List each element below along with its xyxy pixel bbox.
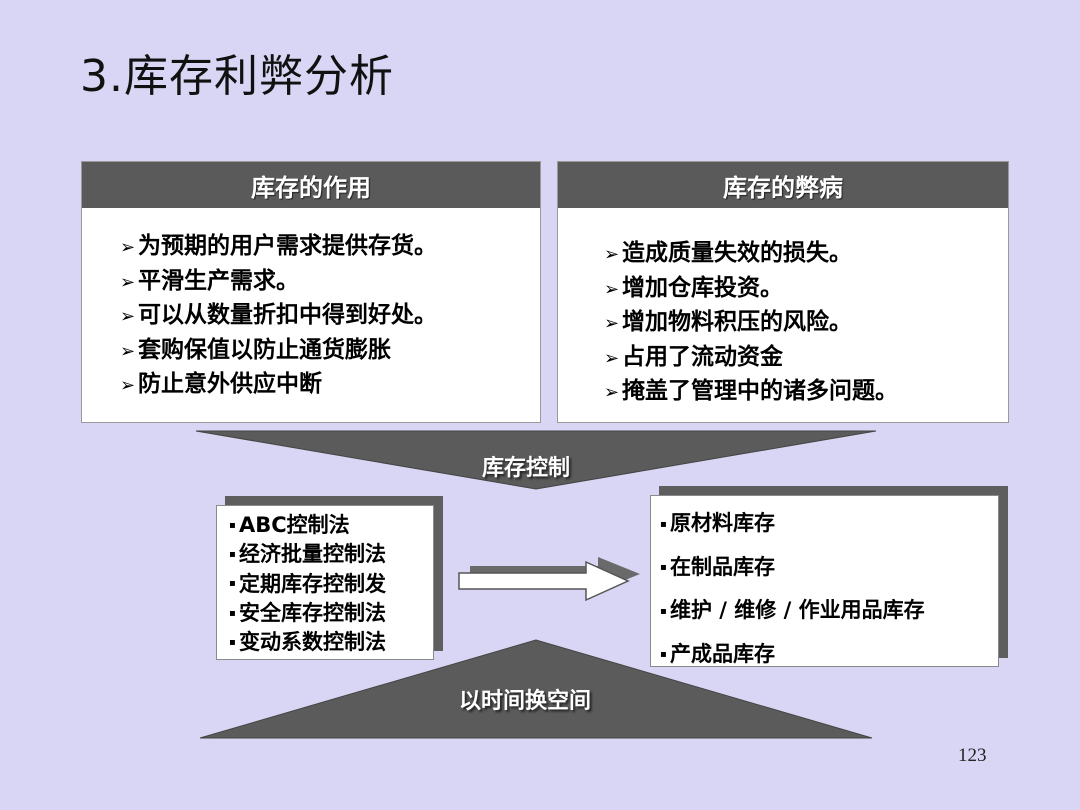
page-number: 123 (958, 745, 987, 766)
square-bullet-icon: ▪ (660, 605, 667, 617)
inventory-types-list: ▪原材料库存 ▪在制品库存 ▪维护 / 维修 / 作业用品库存 ▪产成品库存 (651, 496, 998, 676)
control-methods-list: ▪ABC控制法 ▪经济批量控制法 ▪定期库存控制发 ▪安全库存控制法 ▪变动系数… (217, 506, 433, 657)
inventory-drawbacks-panel: 库存的弊病 ➢造成质量失效的损失。 ➢增加仓库投资。 ➢增加物料积压的风险。 ➢… (557, 161, 1009, 423)
arrow-bullet-icon: ➢ (604, 382, 620, 403)
square-bullet-icon: ▪ (660, 562, 667, 573)
inventory-drawbacks-list: ➢造成质量失效的损失。 ➢增加仓库投资。 ➢增加物料积压的风险。 ➢占用了流动资… (558, 208, 1008, 410)
arrow-bullet-icon: ➢ (120, 271, 136, 293)
inventory-control-label: 库存控制 (482, 456, 571, 481)
list-item: ➢为预期的用户需求提供存货。 (120, 230, 540, 265)
arrow-bullet-icon: ➢ (604, 313, 620, 334)
list-item: ➢防止意外供应中断 (120, 368, 540, 403)
list-item: ➢可以从数量折扣中得到好处。 (120, 299, 540, 334)
arrow-bullet-icon: ➢ (120, 375, 136, 396)
arrow-bullet-icon: ➢ (604, 244, 620, 265)
list-item: ➢造成质量失效的损失。 (604, 237, 1008, 272)
square-bullet-icon: ▪ (229, 578, 236, 590)
arrow-bullet-icon: ➢ (120, 306, 136, 327)
page-title: 3.库存利弊分析 (80, 51, 394, 102)
list-item: ▪变动系数控制法 (229, 628, 433, 657)
list-item: ➢掩盖了管理中的诸多问题。 (604, 375, 1008, 410)
control-methods-box: ▪ABC控制法 ▪经济批量控制法 ▪定期库存控制发 ▪安全库存控制法 ▪变动系数… (216, 505, 434, 660)
right-arrow-icon (458, 560, 630, 602)
arrow-bullet-icon: ➢ (120, 237, 136, 258)
square-bullet-icon: ▪ (229, 636, 236, 648)
list-item: ▪在制品库存 (660, 546, 998, 590)
list-item: ➢占用了流动资金 (604, 341, 1008, 376)
inventory-drawbacks-header: 库存的弊病 (558, 162, 1008, 208)
inventory-types-box: ▪原材料库存 ▪在制品库存 ▪维护 / 维修 / 作业用品库存 ▪产成品库存 (650, 495, 999, 667)
list-item: ➢平滑生产需求。 (120, 265, 540, 300)
inventory-functions-panel: 库存的作用 ➢为预期的用户需求提供存货。 ➢平滑生产需求。 ➢可以从数量折扣中得… (81, 161, 541, 423)
list-item: ▪安全库存控制法 (229, 599, 433, 628)
list-item: ➢增加物料积压的风险。 (604, 306, 1008, 341)
arrow-bullet-icon: ➢ (120, 340, 136, 362)
square-bullet-icon: ▪ (660, 518, 667, 530)
list-item: ▪产成品库存 (660, 633, 998, 677)
list-item: ▪ABC控制法 (229, 511, 433, 540)
time-for-space-label: 以时间换空间 (459, 689, 592, 714)
inventory-functions-list: ➢为预期的用户需求提供存货。 ➢平滑生产需求。 ➢可以从数量折扣中得到好处。 ➢… (82, 208, 540, 403)
square-bullet-icon: ▪ (229, 607, 236, 619)
arrow-bullet-icon: ➢ (604, 347, 620, 369)
list-item: ➢增加仓库投资。 (604, 272, 1008, 307)
square-bullet-icon: ▪ (229, 549, 236, 560)
list-item: ➢套购保值以防止通货膨胀 (120, 334, 540, 369)
time-triangle-shape (199, 639, 873, 739)
list-item: ▪维护 / 维修 / 作业用品库存 (660, 589, 998, 633)
list-item: ▪原材料库存 (660, 502, 998, 546)
square-bullet-icon: ▪ (660, 649, 667, 660)
control-funnel-shape (195, 430, 877, 490)
inventory-functions-header: 库存的作用 (82, 162, 540, 208)
square-bullet-icon: ▪ (229, 519, 236, 531)
arrow-bullet-icon: ➢ (604, 278, 620, 300)
list-item: ▪经济批量控制法 (229, 540, 433, 569)
list-item: ▪定期库存控制发 (229, 570, 433, 599)
